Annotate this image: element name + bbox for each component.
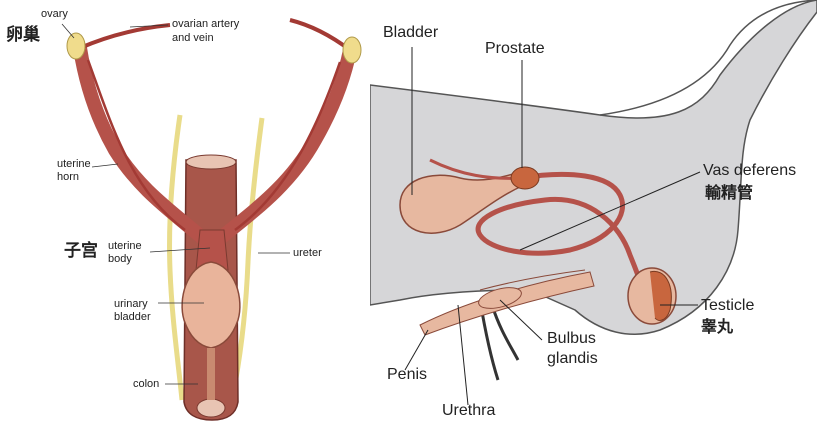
female-anatomy-drawing xyxy=(61,18,362,421)
right-ovary xyxy=(342,36,362,64)
left-uterine-horn xyxy=(73,41,212,247)
right-uterine-horn xyxy=(211,43,357,247)
uterine-horn-label-2: horn xyxy=(57,171,80,183)
ovary-label-cn: 卵巢 xyxy=(6,25,40,45)
urethra-label: Urethra xyxy=(442,402,496,419)
left-ureter xyxy=(166,114,185,401)
prostate-label: Prostate xyxy=(485,40,545,57)
bulbus-glandis-label-2: glandis xyxy=(547,350,598,367)
colon-top xyxy=(185,154,237,170)
uterine-horn-label-1: uterine xyxy=(57,158,91,170)
vas-deferens-label: Vas deferens xyxy=(703,162,797,179)
colon-opening xyxy=(196,398,226,418)
dog-body xyxy=(370,0,817,335)
uterus-label-cn: 子宫 xyxy=(64,241,98,261)
male-reproductive-diagram: Bladder Prostate Vas deferens 輸精管 Testic… xyxy=(370,0,817,426)
ovarian-vessels-label-1: ovarian artery xyxy=(172,18,240,30)
dog-tail xyxy=(599,0,817,116)
bladder-label: Bladder xyxy=(383,24,439,41)
uterine-body-label-1: uterine xyxy=(108,240,142,252)
vas-deferens-label-cn: 輸精管 xyxy=(705,183,754,202)
urinary-bladder xyxy=(181,261,241,349)
testicle-label-cn: 睾丸 xyxy=(701,317,734,336)
vas-deferens xyxy=(475,171,644,302)
uterine-body xyxy=(195,229,229,271)
right-ureter xyxy=(229,117,265,401)
colon-label: colon xyxy=(133,378,160,390)
ovarian-vessels-label-2: and vein xyxy=(172,32,214,44)
penis-label: Penis xyxy=(387,366,428,383)
left-ovary xyxy=(66,32,86,60)
female-reproductive-diagram: ovary 卵巢 ovarian artery and vein uterine… xyxy=(0,0,370,426)
urinary-bladder-label-2: bladder xyxy=(114,311,151,323)
bulbus-glandis xyxy=(478,287,522,309)
urinary-bladder-label-1: urinary xyxy=(114,298,148,310)
male-anatomy-drawing xyxy=(370,0,817,406)
ovary-label: ovary xyxy=(41,8,68,20)
testicle-label: Testicle xyxy=(701,297,755,314)
uterine-body-label-2: body xyxy=(108,253,132,265)
prostate xyxy=(510,166,540,190)
ureter-label: ureter xyxy=(293,247,322,259)
bulbus-glandis-label-1: Bulbus xyxy=(547,330,596,347)
